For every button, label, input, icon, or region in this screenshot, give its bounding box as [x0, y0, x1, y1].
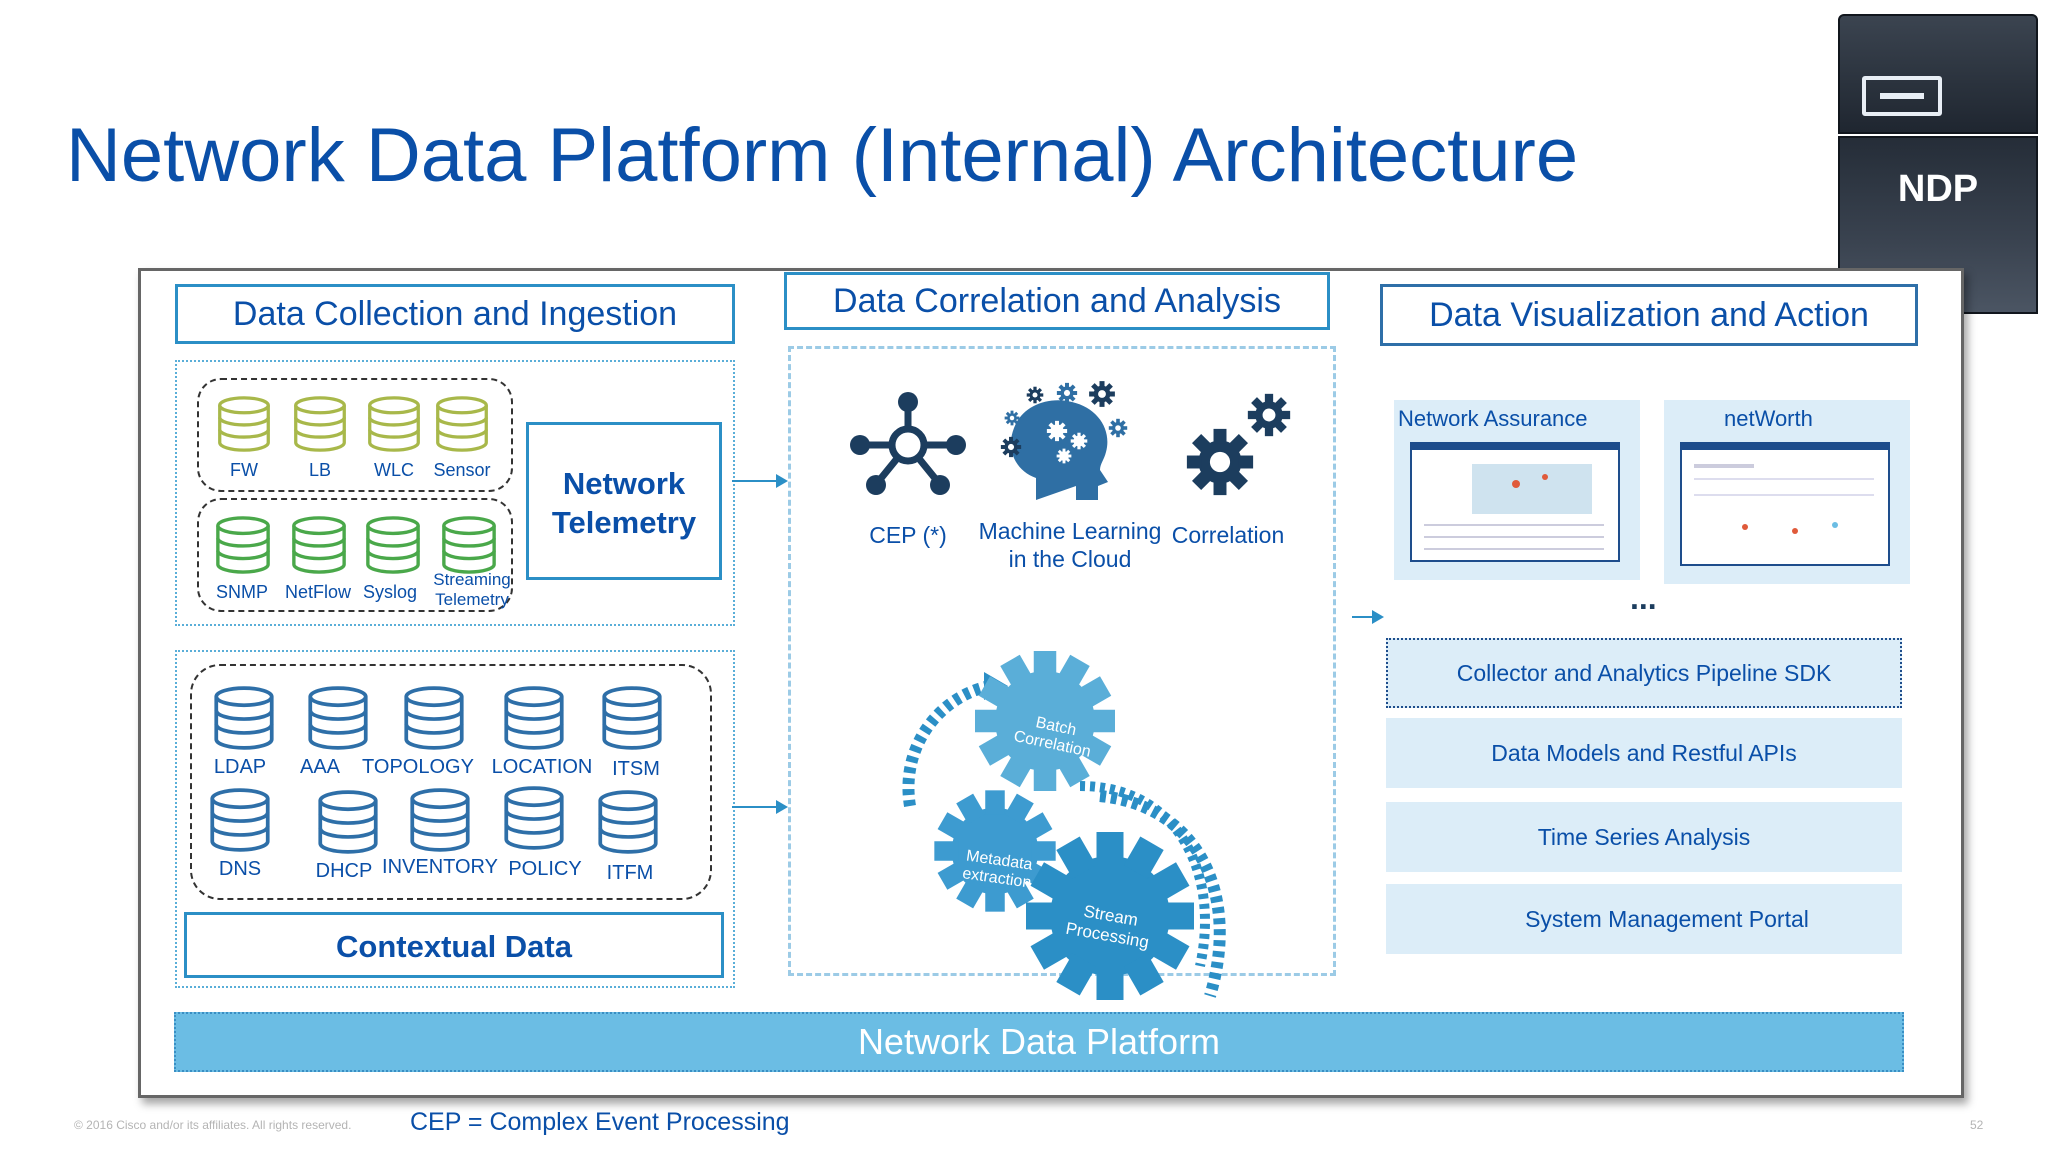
analysis-header: Data Correlation and Analysis [784, 272, 1330, 330]
visualization-header: Data Visualization and Action [1380, 284, 1918, 346]
app-title-networth: netWorth [1724, 406, 1813, 431]
database-icon [402, 686, 466, 750]
layer-time-series: Time Series Analysis [1386, 802, 1902, 872]
database-icon [434, 396, 490, 452]
layer-system-management: System Management Portal [1386, 884, 1902, 954]
source-label-streaming-telemetry: Streaming Telemetry [433, 570, 511, 609]
page-number: 52 [1970, 1118, 1984, 1132]
layer-data-models: Data Models and Restful APIs [1386, 718, 1902, 788]
network-assurance-screenshot [1410, 442, 1620, 562]
machine-learning-label: Machine Learning in the Cloud [970, 518, 1170, 573]
network-data-platform-bar: Network Data Platform [174, 1012, 1904, 1072]
processing-gears-icon [902, 651, 1226, 1000]
source-label-dns: DNS [218, 858, 262, 880]
database-icon [214, 516, 272, 574]
source-label-inventory: INVENTORY [382, 856, 498, 878]
telemetry-group-devices [197, 378, 513, 492]
machine-learning-label-text: Machine Learning in the Cloud [978, 518, 1162, 572]
database-icon [216, 396, 272, 452]
collection-header: Data Collection and Ingestion [175, 284, 735, 344]
network-telemetry-label: Network Telemetry [551, 466, 697, 540]
source-label-ldap: LDAP [213, 756, 267, 778]
source-label-lb: LB [308, 460, 332, 480]
source-label-itfm: ITFM [606, 862, 654, 884]
contextual-data-label: Contextual Data [336, 929, 572, 964]
database-icon [212, 686, 276, 750]
database-icon [306, 686, 370, 750]
more-apps-ellipsis: ... [1630, 580, 1657, 616]
source-label-sensor: Sensor [433, 460, 491, 480]
flow-arrow-visualization [1352, 610, 1384, 624]
flow-arrow-contextual [732, 800, 788, 814]
database-icon [366, 396, 422, 452]
source-label-wlc: WLC [374, 460, 414, 480]
source-label-snmp: SNMP [215, 582, 269, 602]
database-icon [208, 788, 272, 852]
source-label-fw: FW [230, 460, 258, 480]
database-icon [290, 516, 348, 574]
server-label: NDP [1897, 168, 1979, 210]
flow-arrow-telemetry [732, 474, 788, 488]
brain-gears-icon [1000, 381, 1128, 500]
database-icon [596, 790, 660, 854]
source-label-syslog: Syslog [362, 582, 418, 602]
network-telemetry-box: Network Telemetry [526, 422, 722, 580]
layer-sdk: Collector and Analytics Pipeline SDK [1386, 638, 1902, 708]
source-label-topology: TOPOLOGY [362, 756, 474, 778]
page-title: Network Data Platform (Internal) Archite… [66, 113, 1579, 198]
contextual-data-box: Contextual Data [184, 912, 724, 978]
source-label-location: LOCATION [491, 756, 593, 778]
telemetry-panel [175, 360, 735, 626]
source-label-dhcp: DHCP [315, 860, 373, 882]
cep-footnote: CEP = Complex Event Processing [410, 1108, 790, 1136]
database-icon [502, 686, 566, 750]
app-title-network-assurance: Network Assurance [1398, 406, 1588, 431]
source-label-itsm: ITSM [612, 758, 660, 780]
database-icon [316, 790, 380, 854]
source-label-netflow: NetFlow [284, 582, 352, 602]
contextual-panel [175, 650, 735, 988]
database-icon [292, 396, 348, 452]
gears-icon [1186, 393, 1291, 496]
source-label-aaa: AAA [299, 756, 341, 778]
database-icon [408, 788, 472, 852]
source-label-policy: POLICY [508, 858, 582, 880]
network-hub-icon [850, 392, 966, 495]
cep-label: CEP (*) [869, 522, 947, 548]
database-icon [364, 516, 422, 574]
networth-screenshot [1680, 442, 1890, 566]
telemetry-group-protocols [197, 498, 513, 612]
ndp-server-icon: NDP [1838, 14, 2038, 314]
database-icon [502, 786, 566, 850]
database-icon [440, 516, 498, 574]
contextual-sources-group [190, 664, 712, 900]
database-icon [600, 686, 664, 750]
copyright: © 2016 Cisco and/or its affiliates. All … [74, 1118, 352, 1132]
correlation-label: Correlation [1171, 522, 1285, 548]
